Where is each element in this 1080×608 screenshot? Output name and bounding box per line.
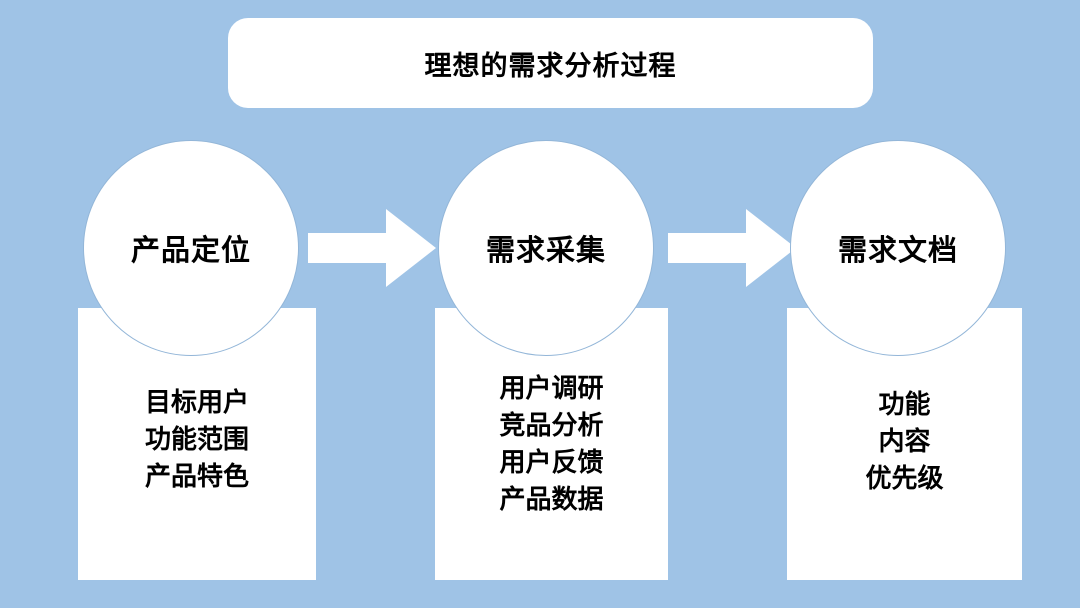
stage-circle-label-1: 产品定位 <box>130 235 251 267</box>
stage-circle-label-2: 需求采集 <box>485 235 606 267</box>
stage-detail-list-3: 功能 内容 优先级 <box>865 389 944 493</box>
stage-circle-requirement-collection: 需求采集 <box>438 140 654 356</box>
stage-detail-list-1: 目标用户 功能范围 产品特色 <box>144 387 249 491</box>
right-arrow-icon-2 <box>668 203 796 293</box>
stage-detail-list-2: 用户调研 竞品分析 用户反馈 产品数据 <box>499 373 604 514</box>
stage-circle-product-positioning: 产品定位 <box>83 140 299 356</box>
stage-circle-requirement-document: 需求文档 <box>790 140 1006 356</box>
stage-circle-label-3: 需求文档 <box>837 235 958 267</box>
diagram-title-box: 理想的需求分析过程 <box>228 18 873 108</box>
right-arrow-icon-1 <box>308 203 436 293</box>
page-title: 理想的需求分析过程 <box>424 50 677 81</box>
